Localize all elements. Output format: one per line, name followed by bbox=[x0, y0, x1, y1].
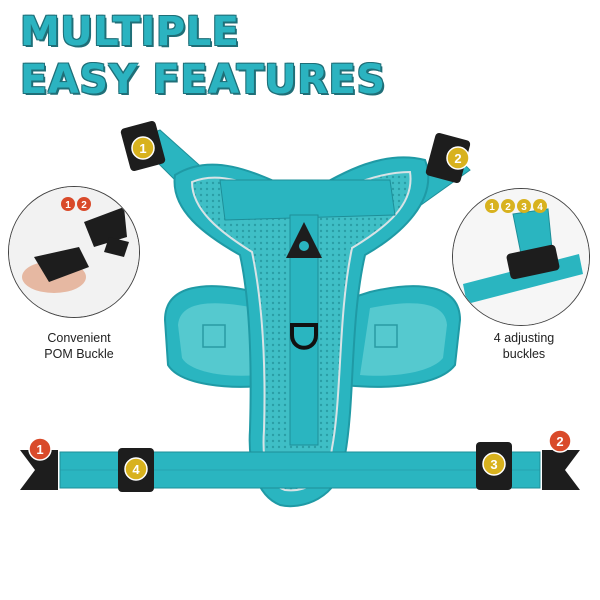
svg-text:2: 2 bbox=[454, 151, 461, 166]
left-caption: Convenient POM Buckle bbox=[24, 330, 134, 362]
headline-line-1: MULTIPLE bbox=[20, 9, 240, 55]
right-caption: 4 adjusting buckles bbox=[474, 330, 574, 362]
left-caption-line-2: POM Buckle bbox=[44, 347, 114, 361]
buckle-clip-icon bbox=[20, 450, 580, 490]
marker-left-clip: 1 bbox=[28, 437, 52, 461]
svg-text:3: 3 bbox=[490, 457, 497, 472]
belly-strap bbox=[59, 451, 541, 489]
harness-left-wing bbox=[163, 285, 271, 388]
right-caption-line-2: buckles bbox=[502, 347, 546, 361]
buckle-clip-closeup-icon bbox=[9, 187, 139, 317]
harness-right-wing bbox=[344, 285, 462, 388]
headline-line-2: EASY FEATURES bbox=[20, 57, 386, 103]
svg-text:2: 2 bbox=[81, 200, 87, 211]
marker-right-clip: 2 bbox=[548, 429, 572, 453]
left-callout-badges: 1 2 bbox=[61, 197, 91, 211]
pom-buckle-closeup bbox=[8, 186, 140, 318]
svg-text:1: 1 bbox=[65, 200, 71, 211]
chest-strap-top bbox=[219, 179, 396, 221]
stitch-square-right bbox=[374, 324, 398, 348]
stitch-square-left bbox=[202, 324, 226, 348]
marker-strap-right-slider: 3 bbox=[482, 452, 506, 476]
svg-text:4: 4 bbox=[537, 202, 543, 213]
right-caption-line-1: 4 adjusting bbox=[493, 331, 555, 345]
marker-top-right-slider: 2 bbox=[446, 146, 470, 170]
svg-text:2: 2 bbox=[556, 434, 563, 449]
slider-buckle-closeup-icon bbox=[453, 189, 589, 325]
marker-strap-left-slider: 4 bbox=[124, 457, 148, 481]
svg-text:1: 1 bbox=[36, 442, 43, 457]
left-caption-line-1: Convenient bbox=[47, 331, 111, 345]
svg-text:3: 3 bbox=[521, 202, 527, 213]
headline: MULTIPLE EASY FEATURES bbox=[20, 8, 386, 104]
adjusting-buckle-closeup bbox=[452, 188, 590, 326]
svg-text:1: 1 bbox=[139, 141, 146, 156]
right-callout-badges: 1 2 3 4 bbox=[485, 199, 547, 213]
svg-text:4: 4 bbox=[132, 462, 140, 477]
d-ring-icon bbox=[290, 323, 318, 350]
svg-text:1: 1 bbox=[489, 202, 495, 213]
dog-logo-tag-icon bbox=[286, 222, 322, 258]
marker-top-left-slider: 1 bbox=[131, 136, 155, 160]
svg-text:2: 2 bbox=[505, 202, 511, 213]
